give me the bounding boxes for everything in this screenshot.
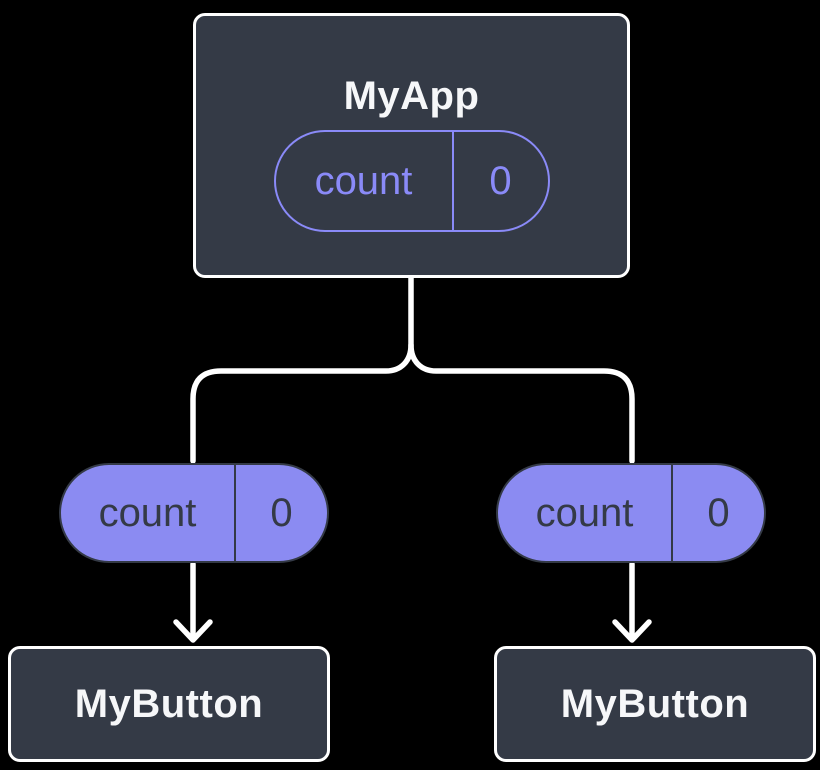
prop-value: 0 bbox=[270, 490, 293, 535]
prop-value: 0 bbox=[707, 490, 730, 535]
child-component-card-right: MyButton bbox=[494, 646, 816, 762]
branch-line-left bbox=[190, 274, 414, 464]
child-component-card-left: MyButton bbox=[8, 646, 330, 762]
state-pill: count 0 bbox=[273, 130, 550, 232]
prop-name: count bbox=[61, 465, 236, 561]
parent-component-title: MyApp bbox=[343, 74, 480, 118]
prop-arrow-left-head-icon bbox=[173, 619, 213, 643]
state-value: 0 bbox=[489, 158, 512, 203]
prop-pill-right: count 0 bbox=[496, 463, 766, 563]
prop-pill-left: count 0 bbox=[59, 463, 329, 563]
prop-name: count bbox=[498, 465, 673, 561]
prop-arrow-right-head-icon bbox=[612, 619, 652, 643]
state-name: count bbox=[276, 132, 454, 230]
child-component-title: MyButton bbox=[560, 681, 750, 726]
parent-component-card: MyApp count 0 bbox=[193, 13, 630, 278]
child-component-title: MyButton bbox=[74, 681, 264, 726]
branch-line-right bbox=[408, 342, 635, 464]
